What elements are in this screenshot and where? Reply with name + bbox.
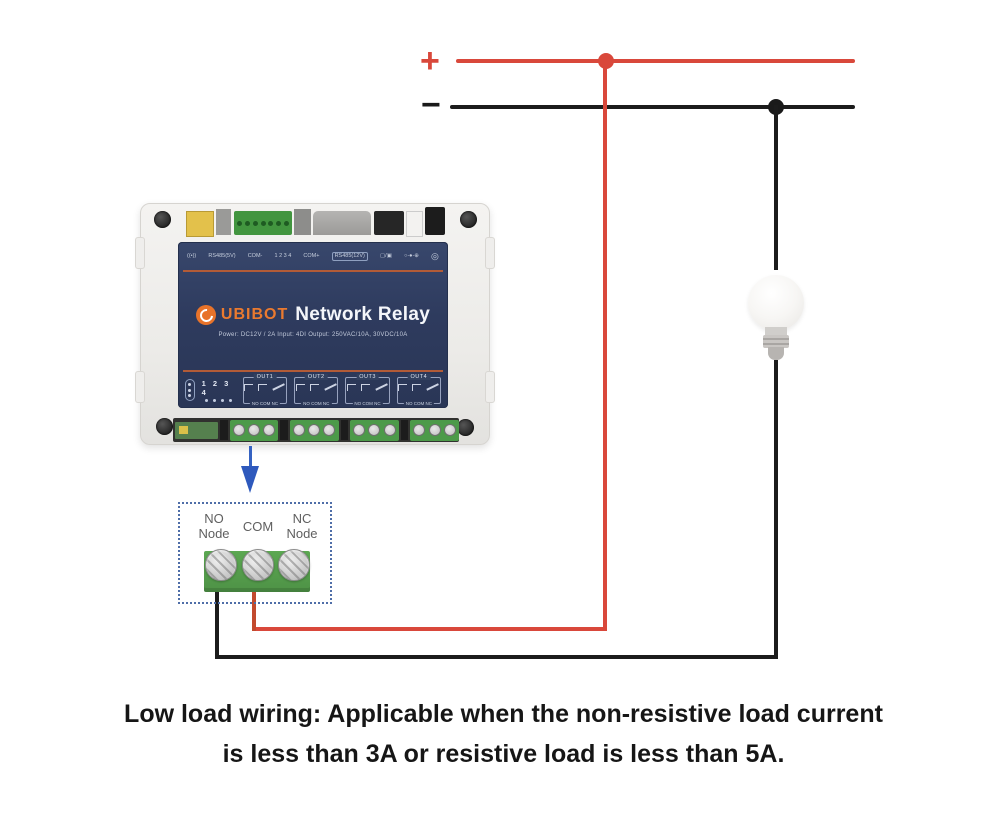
reset-button-icon: ◎: [431, 250, 439, 261]
relay-terminal-group: [229, 419, 279, 441]
device-spec-line: Power: DC12V / 2A Input: 4DI Output: 250…: [218, 332, 408, 338]
red-wire-from-com: [252, 566, 256, 631]
bulb-globe: [748, 275, 804, 331]
out3-pins: NO COM NC: [352, 400, 383, 406]
network-relay-device: ((•)) RS485(5V) COM- 1 2 3 4 COM+ RS485(…: [135, 203, 495, 445]
relay-symbol-icon: [244, 383, 286, 391]
black-wire-bulb-down: [774, 360, 778, 659]
terminal-pins: [234, 211, 292, 235]
relay-terminal-group: [289, 419, 339, 441]
terminal-separator: [340, 420, 349, 440]
positive-rail-line: [456, 59, 855, 63]
housing-screw: [154, 211, 171, 228]
out4-box: OUT4 NO COM NC: [396, 373, 441, 406]
di-digits-label: 1 2 3 4: [274, 253, 292, 259]
out4-label: OUT4: [407, 373, 431, 380]
pcb-block: [175, 421, 219, 439]
housing-screw: [457, 419, 474, 436]
dc-polarity-icon: ○-●-⊕: [404, 253, 419, 259]
panel-divider-top: [183, 270, 443, 272]
com-label: COM: [242, 519, 274, 534]
out3-label: OUT3: [356, 373, 379, 380]
black-connector: [374, 211, 404, 235]
ubibot-logo-icon: [195, 305, 216, 325]
bulb-base-tip: [768, 347, 784, 360]
out4-pins: NO COM NC: [403, 400, 434, 406]
out2-label: OUT2: [304, 373, 328, 380]
green-terminal-top: [234, 211, 292, 235]
metal-module: [313, 211, 371, 235]
status-led-icon: [185, 379, 195, 401]
caption-line-1: Low load wiring: Applicable when the non…: [124, 700, 883, 728]
panel-divider-bottom: [183, 370, 443, 372]
terminal-separator: [400, 420, 409, 440]
terminal-separator: [280, 420, 288, 440]
rs485-5v-label: RS485(5V): [208, 253, 236, 259]
connector-block: [294, 209, 311, 235]
com-terminal-screw: [242, 549, 274, 581]
white-connector: [406, 211, 423, 237]
nc-terminal-screw: [278, 549, 310, 581]
red-wire-vertical-main: [603, 59, 607, 631]
no-terminal-screw: [205, 549, 237, 581]
out2-pins: NO COM NC: [301, 400, 332, 406]
relay-terminal-group: [350, 419, 399, 441]
negative-rail-label: −: [421, 86, 441, 124]
sim-card-icon: ▢/▣: [379, 253, 392, 259]
out3-box: OUT3 NO COM NC: [345, 373, 390, 406]
panel-branding: UBIBOT Network Relay Power: DC12V / 2A I…: [178, 272, 448, 370]
negative-rail-line: [450, 105, 855, 109]
com-minus-label: COM-: [247, 253, 263, 259]
product-name: Network Relay: [295, 304, 431, 325]
out2-box: OUT2 NO COM NC: [294, 373, 339, 406]
rs485-12v-label: RS485(12V): [331, 251, 368, 261]
mounting-ear: [135, 371, 145, 403]
power-switch: [425, 207, 445, 235]
housing-screw: [460, 211, 477, 228]
terminal-separator: [220, 420, 228, 440]
panel-io-row: ((•)) RS485(5V) COM- 1 2 3 4 COM+ RS485(…: [178, 242, 448, 270]
antenna-icon: ((•)): [187, 253, 197, 259]
black-wire-from-no: [215, 566, 219, 659]
channel-led-dots: [205, 398, 233, 402]
mounting-ear: [485, 237, 495, 269]
bulb-neck: [765, 327, 787, 336]
relay-terminal-group: [410, 419, 460, 441]
out1-label: OUT1: [253, 373, 277, 380]
positive-rail-label: +: [420, 42, 440, 80]
black-wire-junction-to-bulb: [774, 105, 778, 270]
relay-symbol-icon: [398, 383, 440, 391]
channel-indicator: 1 2 3 4: [202, 379, 236, 402]
pointer-arrow-icon: [249, 446, 252, 469]
panel-output-row: 1 2 3 4 OUT1 NO COM NC OUT2 NO COM NC OU…: [178, 372, 448, 408]
channel-numbers: 1 2 3 4: [201, 378, 231, 397]
mounting-ear: [485, 371, 495, 403]
red-wire-horizontal: [252, 627, 607, 631]
mounting-ear: [135, 237, 145, 269]
out1-box: OUT1 NO COM NC: [242, 373, 288, 406]
connector-block: [216, 209, 231, 235]
pointer-arrowhead-icon: [241, 466, 259, 493]
bulb-screw-base: [763, 335, 789, 348]
device-front-panel: ((•)) RS485(5V) COM- 1 2 3 4 COM+ RS485(…: [178, 242, 448, 408]
housing-screw: [156, 418, 173, 435]
caption-line-2: is less than 3A or resistive load is les…: [222, 740, 785, 768]
com-plus-label: COM+: [303, 253, 320, 259]
ethernet-port: [186, 211, 214, 237]
relay-symbol-icon: [346, 383, 388, 391]
black-wire-horizontal: [215, 655, 778, 659]
out1-pins: NO COM NC: [249, 400, 281, 406]
bottom-terminal-strip: [173, 418, 460, 442]
brand-name: UBIBOT: [220, 306, 289, 323]
relay-symbol-icon: [295, 383, 337, 391]
